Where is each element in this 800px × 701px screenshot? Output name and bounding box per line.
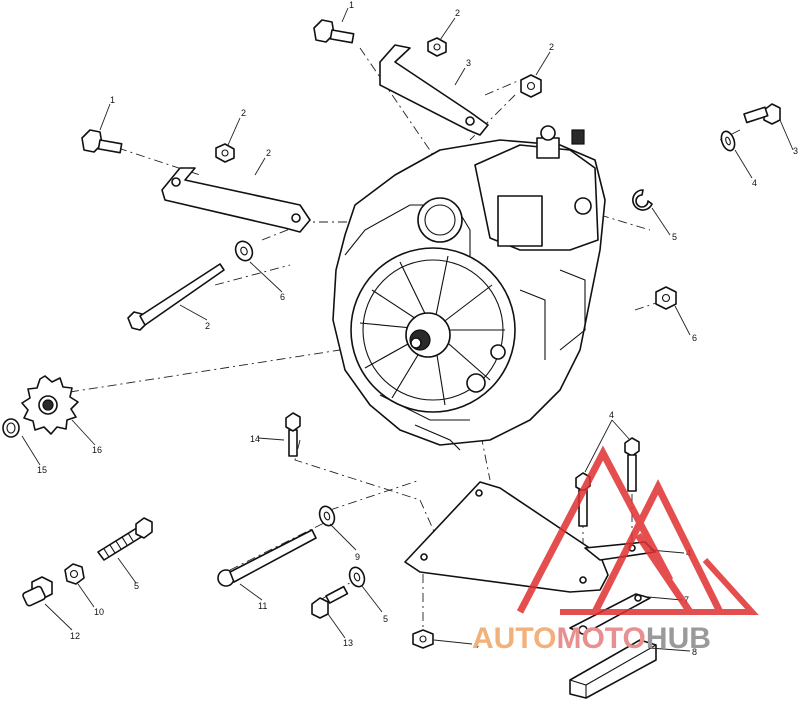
upper-right-bracket	[379, 44, 489, 136]
callout-1-top: 1	[349, 0, 354, 10]
nut-12	[64, 563, 85, 585]
transmission-housing	[332, 125, 606, 451]
upper-left-bracket	[161, 167, 311, 233]
callout-6-right: 5	[672, 232, 677, 242]
callout-16: 2	[205, 321, 210, 331]
callout-3-left: 2	[266, 148, 271, 158]
bolt-4-bottom	[311, 585, 349, 619]
watermark-triangles	[516, 445, 759, 615]
callout-3-top: 3	[466, 58, 471, 68]
nut-bottom	[412, 629, 434, 649]
callout-1-left: 1	[110, 95, 115, 105]
callout-15: 16	[92, 445, 102, 455]
callout-2-left: 2	[241, 108, 246, 118]
callout-8: 7	[684, 595, 689, 605]
long-bolt-16	[127, 263, 225, 331]
automotohub-watermark: AUTOMOTOHUB	[472, 445, 759, 655]
svg-text:AUTOMOTOHUB: AUTOMOTOHUB	[472, 622, 711, 655]
callout-10: 11	[258, 601, 267, 611]
watermark-hub: HUB	[646, 622, 711, 655]
callout-12: 10	[94, 607, 104, 617]
washer-5-b	[348, 566, 366, 588]
callout-2-right: 6	[692, 333, 697, 343]
callout-5-b: 5	[383, 614, 388, 624]
washer-left	[234, 240, 254, 262]
callout-9: 8	[692, 647, 697, 657]
watermark-moto: MOTO	[556, 622, 645, 655]
callout-4-lower-right: 4	[609, 410, 614, 420]
bolt-left	[81, 129, 123, 154]
plug-13	[22, 576, 53, 607]
callout-5-right: 4	[752, 178, 757, 188]
nut-right	[655, 286, 677, 310]
callout-4-center: 14	[250, 434, 260, 444]
watermark-triangle-outer	[516, 445, 674, 614]
callout-labels: 1 2 2 3 2 1 2 3 4 5 6 6 2 16 15 14 4 4 7…	[37, 0, 798, 657]
callout-2-top-right: 2	[549, 42, 554, 52]
bolt-top	[313, 19, 355, 44]
callout-4-bottom: 13	[343, 638, 353, 648]
long-bolt-10	[217, 529, 317, 587]
washer-5-a	[318, 505, 336, 527]
callout-6-left: 6	[280, 292, 285, 302]
callout-2-top: 2	[455, 8, 460, 18]
callout-14: 15	[37, 465, 47, 475]
callout-2-bottom: 4	[474, 640, 479, 650]
sprocket	[21, 375, 79, 435]
bolt-4-right-b	[624, 437, 640, 492]
block-9	[569, 639, 657, 699]
watermark-triangle-inner	[591, 479, 724, 614]
snap-ring	[632, 189, 653, 211]
stud-11	[97, 517, 153, 561]
washer-right	[720, 130, 736, 152]
watermark-auto: AUTO	[472, 622, 556, 655]
nut-top	[427, 37, 447, 57]
callout-4-right: 3	[793, 146, 798, 156]
nut-left	[215, 143, 235, 163]
leader-lines	[21, 7, 794, 652]
retaining-ring	[2, 418, 20, 438]
callout-5-a: 9	[355, 552, 360, 562]
nut-top-right	[520, 74, 542, 98]
bolt-right	[743, 103, 781, 125]
bolt-4-left	[285, 412, 301, 457]
mount-plate	[404, 481, 609, 593]
callout-11: 5	[134, 581, 139, 591]
callout-13: 12	[70, 631, 80, 641]
